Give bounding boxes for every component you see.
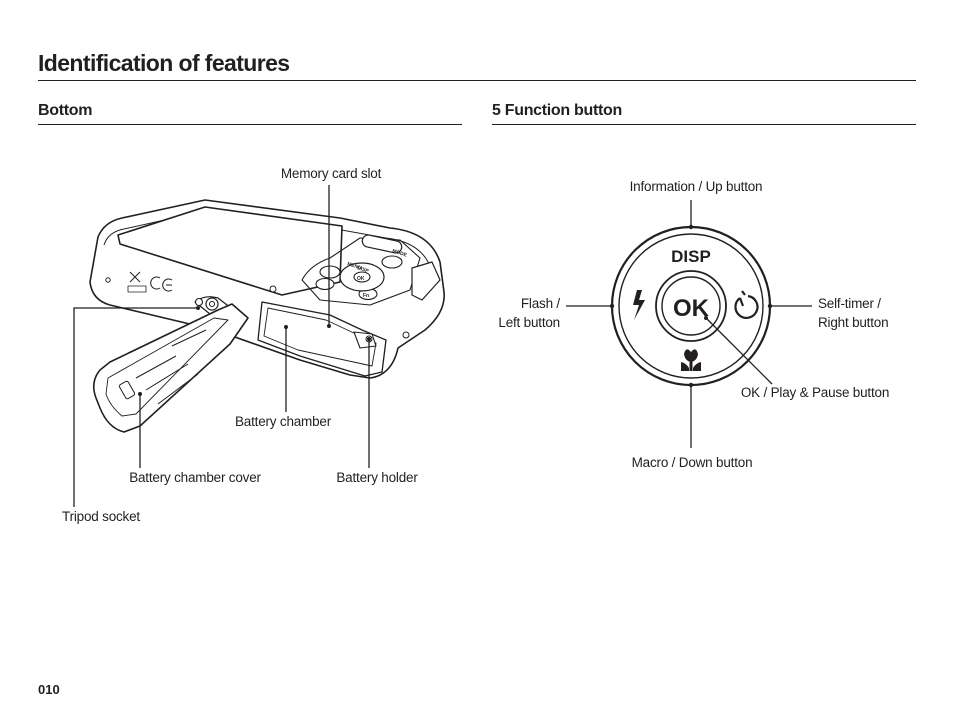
- disp-button-label[interactable]: DISP: [671, 247, 711, 266]
- label-flash-line2: Left button: [498, 315, 560, 330]
- label-memory-card-slot: Memory card slot: [280, 166, 382, 181]
- title-rule: [38, 80, 916, 81]
- label-battery-chamber: Battery chamber: [234, 414, 332, 429]
- camera-mark-disp: DISP: [356, 265, 370, 275]
- label-selftimer-line1: Self-timer /: [818, 296, 881, 311]
- camera-mark-mode: MODE: [391, 248, 408, 259]
- label-tripod-socket: Tripod socket: [62, 509, 140, 524]
- section-title-function: 5 Function button: [492, 102, 622, 119]
- label-flash-left-button: Flash / Left button: [480, 294, 560, 332]
- label-ok-play-pause-button: OK / Play & Pause button: [740, 385, 890, 400]
- flash-icon[interactable]: [633, 290, 645, 320]
- ok-button-label[interactable]: OK: [673, 295, 710, 322]
- page-title: Identification of features: [38, 50, 290, 76]
- camera-mark-ok: OK: [357, 276, 365, 282]
- label-battery-holder: Battery holder: [336, 470, 418, 485]
- label-info-up-button: Information / Up button: [629, 179, 763, 194]
- section-rule-bottom: [38, 124, 462, 125]
- macro-flower-icon[interactable]: [681, 349, 701, 371]
- section-title-bottom: Bottom: [38, 102, 93, 119]
- label-selftimer-line2: Right button: [818, 315, 889, 330]
- camera-mark-menu: MENU: [346, 261, 362, 271]
- label-battery-chamber-cover: Battery chamber cover: [129, 470, 261, 485]
- camera-mark-fn: Fn: [363, 293, 369, 299]
- self-timer-icon[interactable]: [734, 290, 759, 319]
- label-macro-down-button: Macro / Down button: [631, 455, 753, 470]
- label-flash-line1: Flash /: [520, 296, 560, 311]
- section-rule-function: [492, 124, 916, 125]
- page-number: 010: [38, 682, 60, 697]
- label-selftimer-right-button: Self-timer / Right button: [818, 294, 889, 332]
